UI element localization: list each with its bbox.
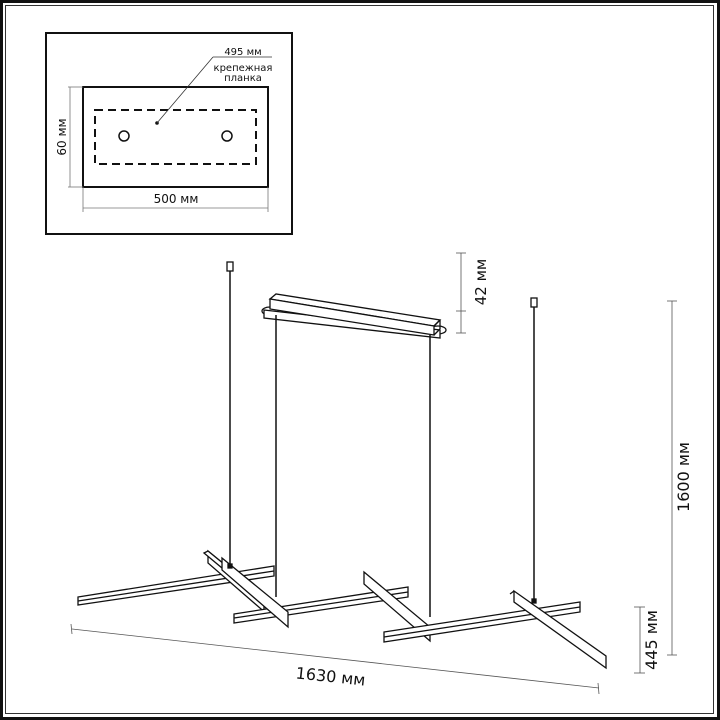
total-length-label: 1630 мм — [295, 663, 367, 689]
dimension-lines — [70, 252, 677, 695]
bracket-label-line1: крепежная — [214, 63, 273, 74]
mounting-bracket-dashed — [94, 109, 257, 165]
lamp-drawing — [77, 261, 607, 670]
inner-frame — [5, 5, 714, 714]
bracket-label-line2: планка — [224, 73, 262, 84]
inset-panel — [45, 32, 293, 235]
screw-hole-right-icon — [221, 130, 233, 142]
bracket-length-label: 495 мм — [224, 47, 261, 58]
total-height-label: 1600 мм — [674, 442, 693, 512]
inset-width-label: 500 мм — [154, 192, 199, 206]
canopy-height-label: 42 мм — [472, 259, 490, 306]
inset-height-label: 60 мм — [55, 118, 69, 155]
depth-label: 445 мм — [642, 610, 661, 670]
screw-hole-left-icon — [118, 130, 130, 142]
canopy-plate-outline — [82, 86, 269, 188]
